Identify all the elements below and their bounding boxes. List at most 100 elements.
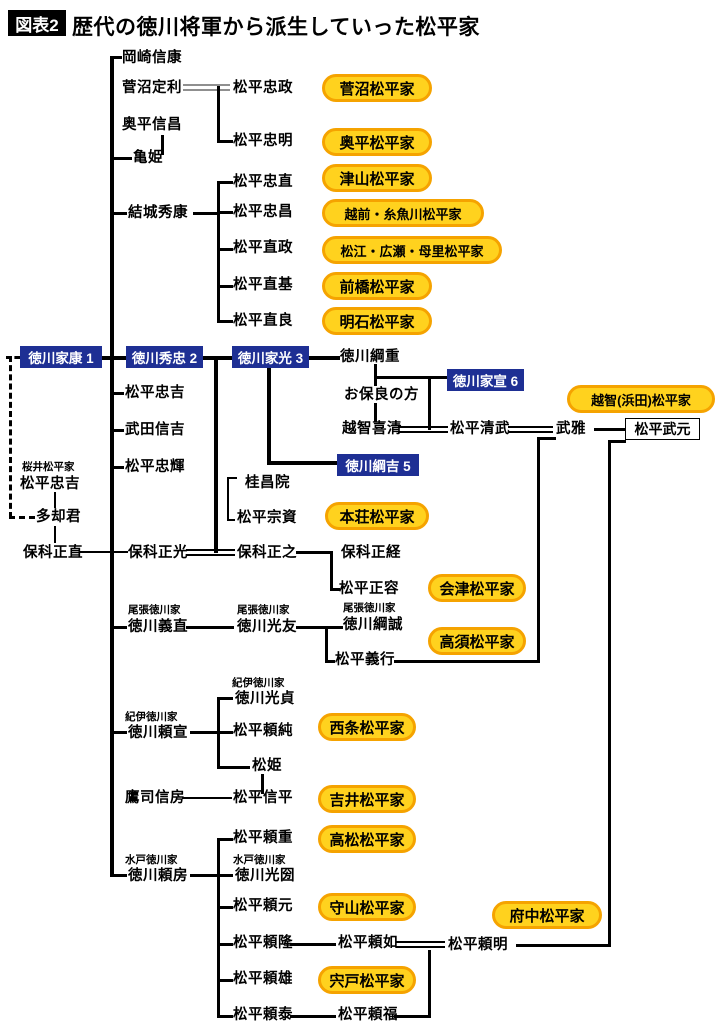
connector-line [608, 440, 611, 947]
connector-line [100, 356, 126, 360]
person-tokugawa-yorifusa: 徳川頼房 [128, 868, 188, 884]
badge-echizen-itoigawa-matsudaira: 越前・糸魚川松平家 [322, 199, 484, 227]
connector-line [217, 838, 220, 1018]
connector-line [217, 181, 233, 184]
connector-line [182, 797, 232, 799]
person-tokugawa-mitsutomo: 徳川光友 [237, 619, 297, 635]
connector-line [290, 1015, 336, 1018]
connector-line [428, 950, 431, 1018]
badge-maebashi-matsudaira: 前橋松平家 [322, 272, 432, 300]
person-matsudaira-yorifuku: 松平頼福 [338, 1007, 398, 1023]
connector-line [214, 358, 218, 553]
connector-line [112, 874, 127, 877]
dashed-line [6, 356, 20, 359]
badge-honjo-matsudaira: 本荘松平家 [325, 502, 429, 530]
badge-yoshii-matsudaira: 吉井松平家 [318, 785, 416, 813]
connector-line [217, 731, 233, 734]
person-matsudaira-yoriyasu: 松平頼泰 [233, 1007, 293, 1023]
person-tokugawa-tsunashige: 徳川綱重 [340, 349, 400, 365]
person-matsudaira-tadanao: 松平忠直 [233, 174, 293, 190]
figure-title: 歴代の徳川将軍から派生していった松平家 [72, 16, 480, 39]
connector-line [538, 437, 556, 440]
connector-line [594, 428, 625, 431]
person-matsudaira-tadaaki: 松平忠明 [233, 133, 293, 149]
person-hoshina-masanao: 保科正直 [23, 545, 83, 561]
person-matsuhime: 松姫 [252, 758, 282, 774]
badge-takasu-matsudaira: 高須松平家 [428, 627, 526, 655]
badge-tsuyama-matsudaira: 津山松平家 [322, 164, 432, 192]
person-matsudaira-yoshiyuki: 松平義行 [335, 652, 395, 668]
connector-line [190, 731, 218, 734]
figure-tag: 図表2 [8, 10, 66, 36]
person-matsudaira-yorikatsu: 松平頼雄 [233, 971, 293, 987]
person-suganuma-sadatoshi: 菅沼定利 [122, 80, 182, 96]
shogun-box-iemitsu: 徳川家光 3 [232, 346, 309, 368]
person-tokugawa-yorinobu: 徳川頼宣 [128, 725, 188, 741]
dashed-line [9, 356, 12, 518]
connector-line [217, 248, 233, 251]
connector-line [217, 874, 233, 877]
person-tokugawa-yoshinao: 徳川義直 [128, 619, 188, 635]
connector-line [112, 466, 124, 469]
adoption-line [398, 426, 448, 433]
person-matsudaira-naomasa: 松平直政 [233, 240, 293, 256]
connector-line [428, 376, 431, 430]
dashed-line [9, 516, 35, 519]
person-kamehime: 亀姫 [133, 150, 163, 166]
connector-line [394, 660, 540, 663]
connector-line [190, 874, 218, 877]
connector-line [217, 320, 233, 323]
person-ochi-yoshikiyo: 越智喜清 [342, 421, 402, 437]
adoption-line [186, 549, 235, 556]
person-okazaki-nobuyasu: 岡崎信康 [122, 50, 182, 66]
person-matsudaira-yorishige: 松平頼重 [233, 830, 293, 846]
person-matsudaira-muneske: 松平宗資 [237, 510, 297, 526]
badge-shishido-matsudaira: 宍戸松平家 [318, 966, 416, 994]
connector-line [330, 588, 340, 591]
connector-line [537, 437, 540, 663]
person-keishoin: 桂昌院 [245, 475, 290, 491]
shogun-box-tsunayoshi: 徳川綱吉 5 [337, 454, 419, 476]
connector-line [227, 519, 235, 521]
connector-line [296, 626, 343, 629]
shogun-box-ieyasu: 徳川家康 1 [20, 346, 102, 368]
branch-label-mito: 水戸徳川家 [125, 854, 178, 866]
person-matsudaira-yoritaka: 松平頼隆 [233, 935, 293, 951]
branch-label-mito: 水戸徳川家 [233, 854, 286, 866]
connector-line [217, 140, 233, 143]
shogun-box-hidetada: 徳川秀忠 2 [126, 346, 203, 368]
shogun-box-ienobu: 徳川家宣 6 [447, 369, 524, 391]
connector-line [217, 181, 220, 323]
person-matsudaira-naomoto: 松平直基 [233, 277, 293, 293]
connector-line [227, 477, 237, 479]
connector-line [290, 943, 336, 946]
person-matsudaira-tadateru: 松平忠輝 [125, 459, 185, 475]
badge-okudaira-matsudaira: 奥平松平家 [322, 128, 432, 156]
person-sakurai-tadayoshi: 松平忠吉 [20, 476, 80, 492]
connector-line [217, 906, 233, 909]
connector-line [308, 356, 340, 360]
person-tokugawa-mitsukuni: 徳川光圀 [235, 868, 295, 884]
badge-ochi-hamada-matsudaira: 越智(浜田)松平家 [567, 385, 715, 413]
connector-line [516, 944, 610, 947]
person-matsudaira-tadayoshi: 松平忠吉 [125, 385, 185, 401]
person-tokugawa-mitsusada: 徳川光貞 [235, 691, 295, 707]
connector-line [374, 364, 377, 386]
connector-line [608, 440, 626, 443]
person-tokugawa-tsunanari: 徳川綱誠 [343, 617, 403, 633]
branch-label-kii: 紀伊徳川家 [125, 711, 178, 723]
connector-line [112, 392, 124, 395]
adoption-line [396, 941, 445, 948]
connector-line [325, 626, 328, 663]
connector-line [374, 403, 377, 422]
connector-line [325, 660, 335, 663]
adoption-line [183, 84, 230, 91]
connector-line [112, 157, 132, 160]
connector-line [217, 697, 233, 700]
connector-line [112, 626, 127, 629]
person-matsudaira-yorimoto: 松平頼元 [233, 898, 293, 914]
connector-line [186, 626, 234, 629]
badge-matsue-hirose-mori-matsudaira: 松江・広瀬・母里松平家 [322, 236, 502, 264]
badge-fuchu-matsudaira: 府中松平家 [492, 901, 602, 929]
